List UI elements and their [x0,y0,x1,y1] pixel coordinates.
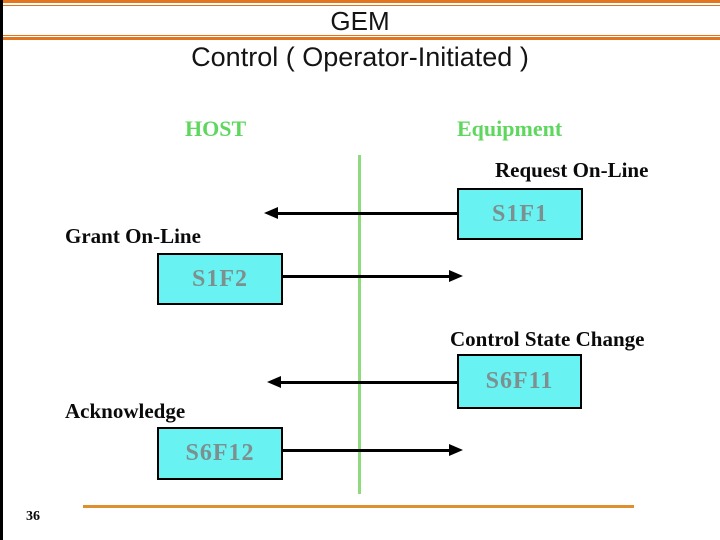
participant-host: HOST [185,116,247,141]
top-rule-thin [0,5,720,6]
arrow-s1f2-head-right [449,270,463,282]
message-box-s1f2: S1F2 [157,253,283,305]
slide-title: GEM [330,6,390,36]
lifeline [358,155,361,494]
title-divider-thin [0,35,720,36]
top-rule-thick [0,0,720,3]
message-label-acknowledge: Acknowledge [65,399,186,423]
message-box-s1f1: S1F1 [457,188,583,240]
left-edge-bar [0,0,3,540]
arrow-s6f12-shaft [283,449,451,452]
arrow-s6f11-shaft [279,381,457,384]
message-box-s6f11: S6F11 [457,354,582,409]
arrow-s6f12-head-right [449,444,463,456]
title-divider-thick [0,37,720,40]
arrow-s1f1-shaft [276,212,457,215]
message-label-control-state-change: Control State Change [450,327,645,351]
message-box-s6f12: S6F12 [157,427,283,480]
participant-equipment: Equipment [457,116,563,141]
arrow-s1f2-shaft [283,275,451,278]
page-number: 36 [26,509,40,524]
bottom-rule [83,505,634,508]
message-label-request-on-line: Request On-Line [495,158,649,182]
message-label-grant-on-line: Grant On-Line [65,224,201,248]
arrow-s1f1-head-left [264,207,278,219]
arrow-s6f11-head-left [267,376,281,388]
slide-subtitle: Control ( Operator-Initiated ) [191,42,529,72]
